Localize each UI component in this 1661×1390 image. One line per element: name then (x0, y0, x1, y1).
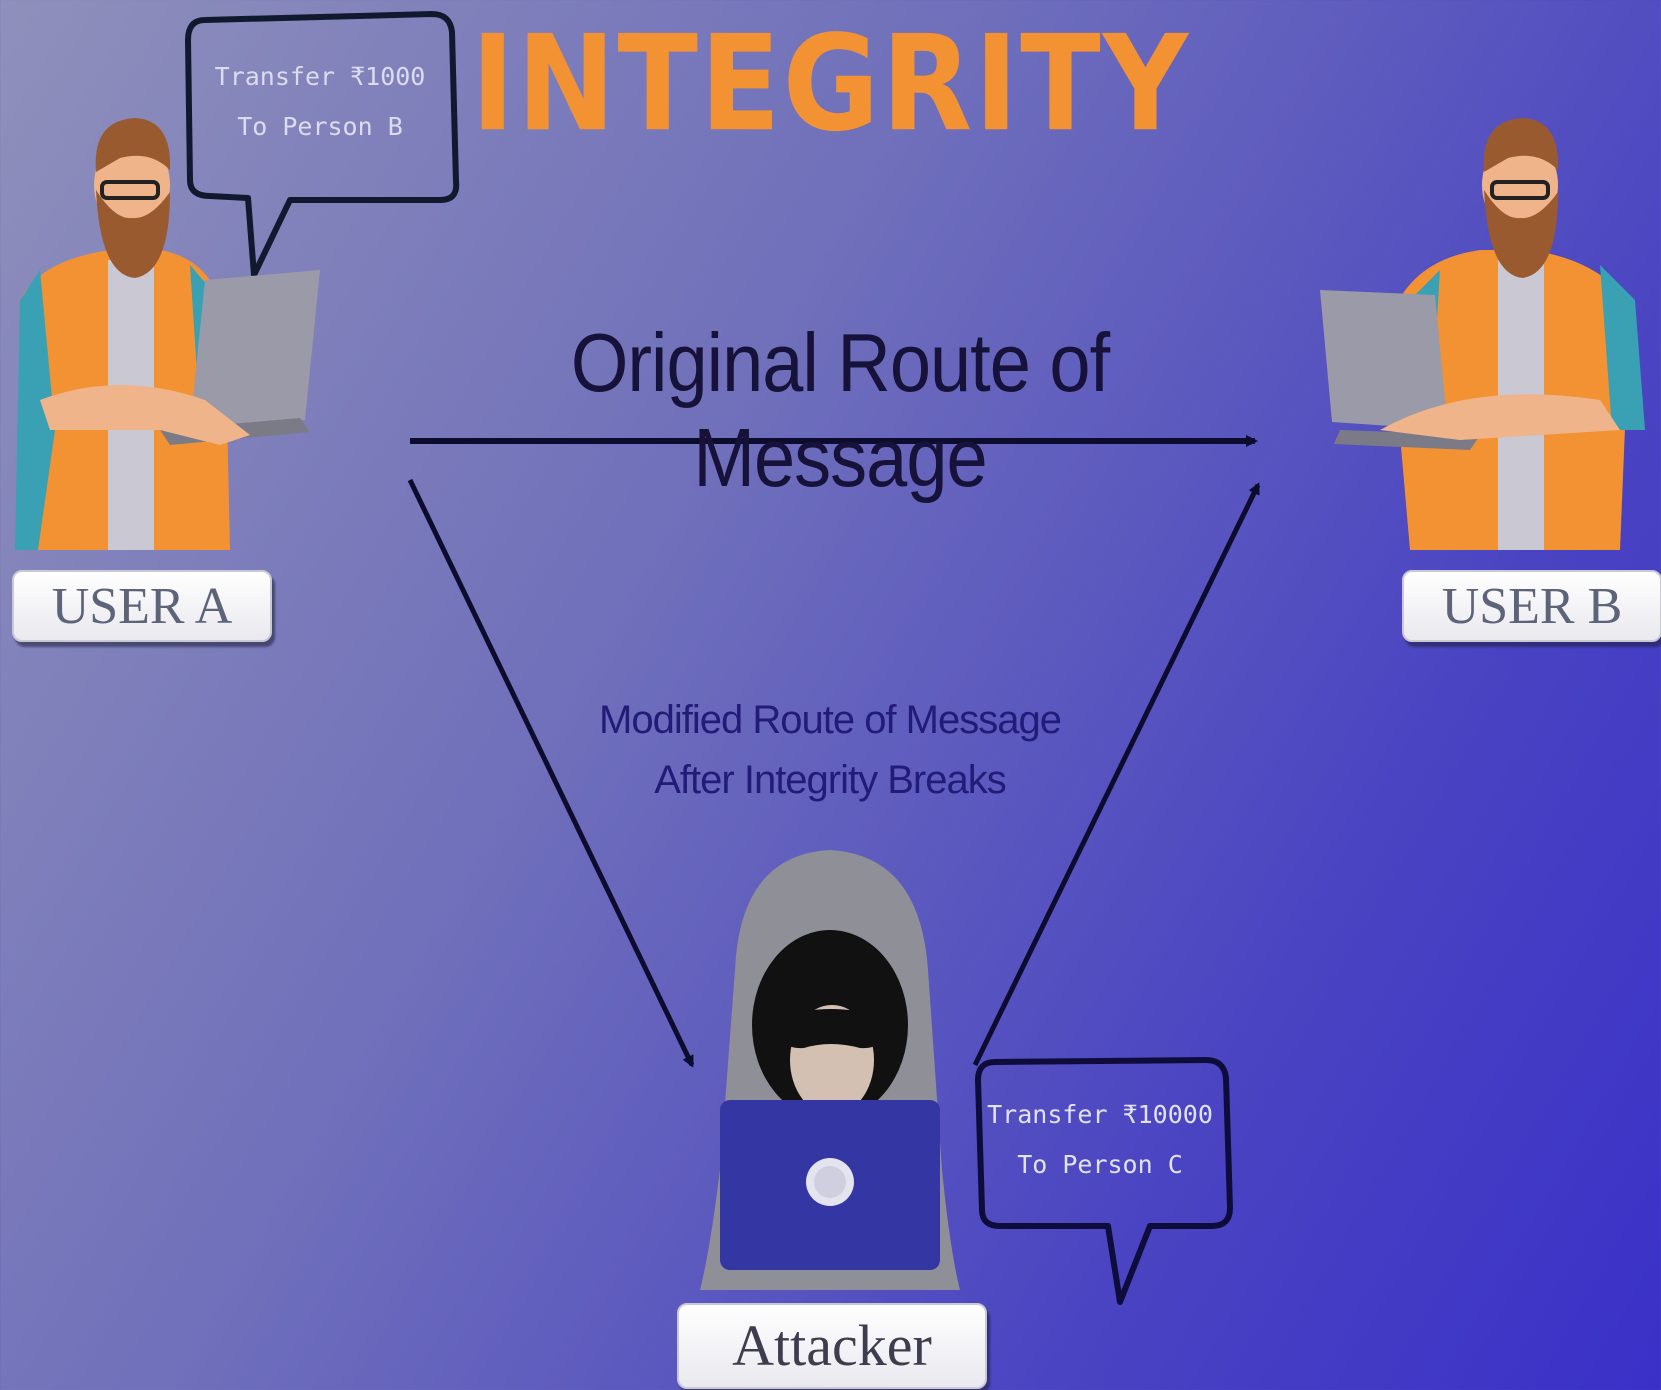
user-a-hair (95, 118, 171, 172)
modified-route-line-2: After Integrity Breaks (654, 758, 1006, 802)
user-a-vest-side (15, 270, 55, 550)
attacker-mask (777, 1009, 887, 1049)
user-b-hair (1483, 118, 1559, 172)
user-a-speech-line-2: To Person B (237, 112, 403, 141)
user-a-speech-line-1: Transfer ₹1000 (214, 62, 426, 91)
attacker-speech-text: Transfer ₹10000 To Person C (980, 1090, 1220, 1190)
user-a-speech-text: Transfer ₹1000 To Person B (190, 52, 450, 152)
user-a-hands (40, 385, 250, 445)
attacker-label: Attacker (677, 1303, 987, 1389)
user-b-beard (1484, 190, 1558, 278)
user-a-beard (96, 190, 170, 278)
attacker-figure (700, 850, 960, 1290)
user-a-figure (15, 118, 320, 550)
diagram-title: INTEGRITY (470, 6, 1191, 161)
user-b-label: USER B (1402, 570, 1661, 642)
user-b-vest-side (1600, 265, 1645, 430)
modified-route-label: Modified Route of Message After Integrit… (560, 690, 1100, 810)
user-a-speech-bubble (185, 11, 460, 278)
user-b-figure (1320, 118, 1645, 550)
modified-route-line-1: Modified Route of Message (599, 698, 1062, 742)
attacker-speech-line-2: To Person C (1017, 1150, 1183, 1179)
user-b-glasses (1490, 180, 1550, 200)
attacker-laptop-logo-inner (814, 1166, 846, 1198)
user-a-label: USER A (12, 570, 272, 642)
to-attacker-arrow (407, 478, 695, 1068)
from-attacker-arrow (972, 482, 1261, 1067)
user-b-hands (1380, 394, 1620, 440)
attacker-speech-line-1: Transfer ₹10000 (987, 1100, 1213, 1129)
user-a-laptop (190, 270, 320, 428)
user-a-glasses (100, 180, 160, 200)
attacker-speech-bubble (975, 1057, 1233, 1305)
original-route-label: Original Route of Message (570, 315, 1110, 505)
user-b-laptop (1320, 290, 1448, 430)
